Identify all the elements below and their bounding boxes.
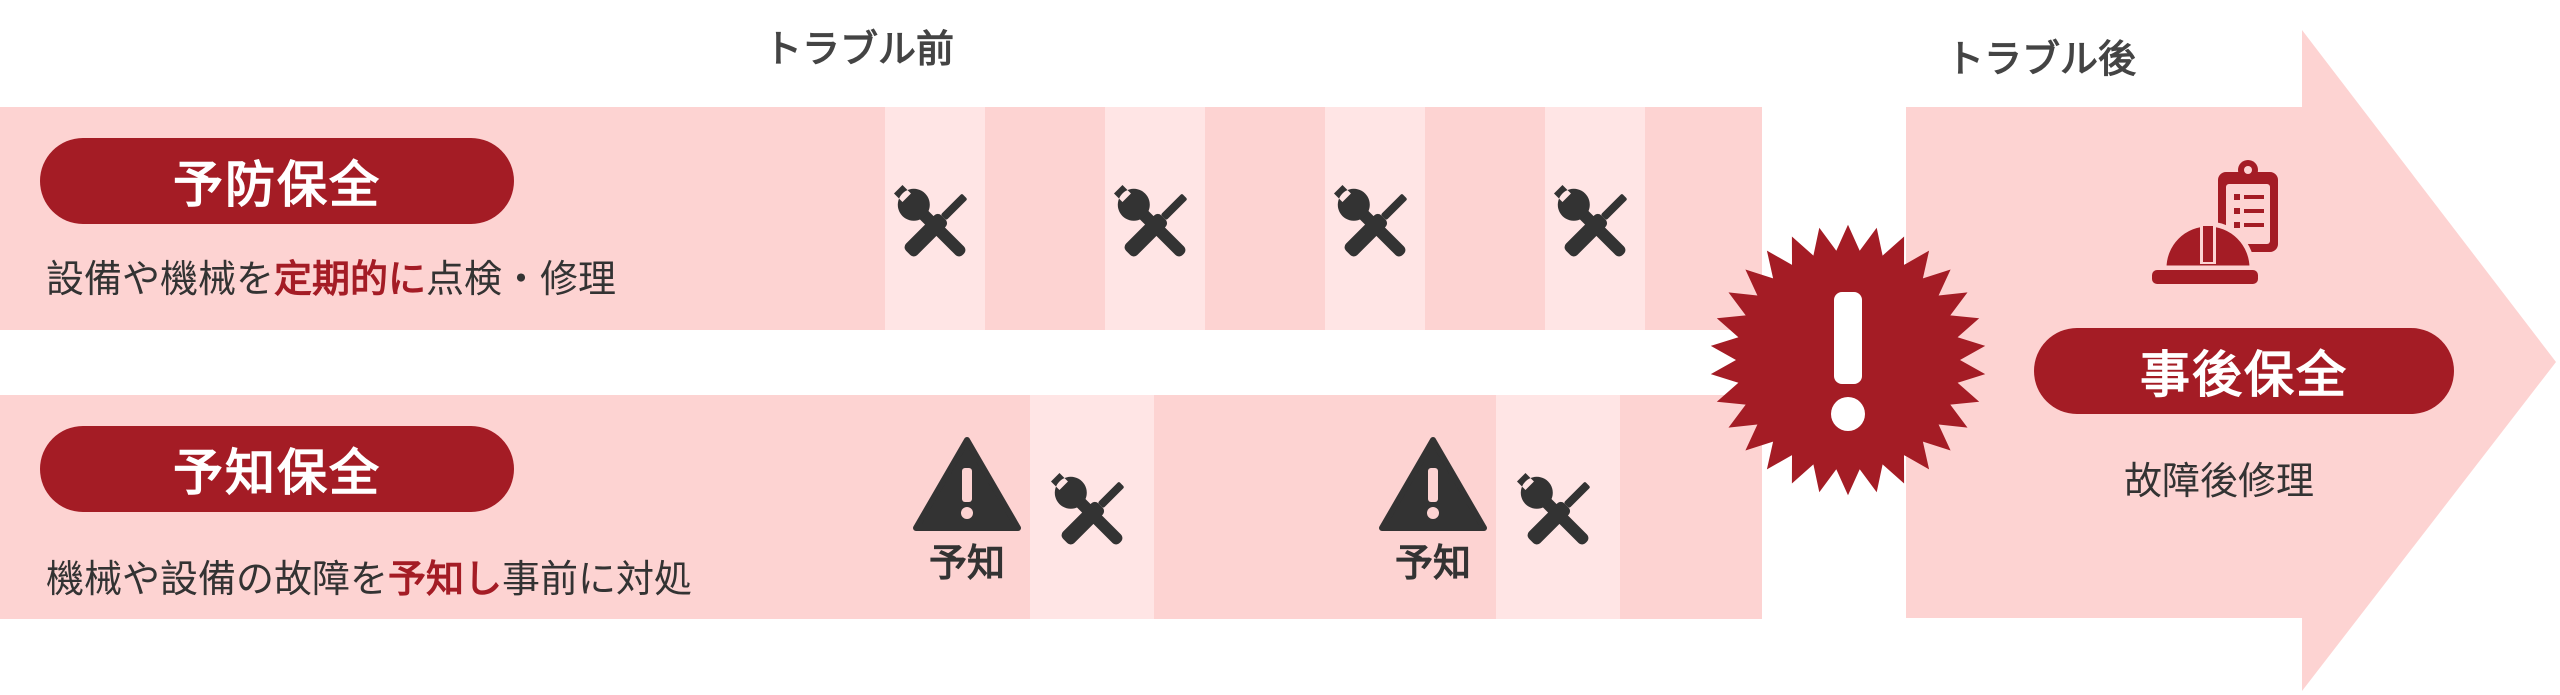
warning-triangle-icon: [1378, 436, 1488, 532]
screwdriver-wrench-icon: [1327, 178, 1423, 274]
corrective-title: 事後保全: [2034, 328, 2454, 414]
exclamation-burst-icon: [1706, 222, 1990, 502]
phase-after-label: トラブル後: [1946, 37, 2137, 81]
warning-triangle-icon: [912, 436, 1022, 532]
screwdriver-wrench-icon: [1107, 178, 1203, 274]
prediction-label: 予知: [1394, 541, 1471, 585]
predictive-title-text: 予知保全: [173, 444, 381, 502]
preventive-title: 予防保全: [40, 138, 514, 224]
predictive-title: 予知保全: [40, 426, 514, 512]
prediction-marker: 予知: [912, 436, 1022, 587]
screwdriver-wrench-icon: [887, 178, 983, 274]
screwdriver-wrench-icon: [1044, 466, 1140, 562]
predictive-desc-text-end: 事前に対処: [502, 557, 693, 601]
corrective-description: 故障後修理: [2124, 459, 2315, 503]
predictive-desc-text: 機械や設備の故障を: [46, 557, 389, 601]
predictive-desc-highlight: 予知し: [388, 557, 503, 601]
screwdriver-wrench-icon: [1510, 466, 1606, 562]
preventive-title-text: 予防保全: [173, 156, 381, 214]
corrective-title-text: 事後保全: [2140, 346, 2348, 404]
screwdriver-wrench-icon: [1547, 178, 1643, 274]
preventive-desc-highlight: 定期的に: [274, 257, 427, 301]
preventive-description: 設備や機械を定期的に点検・修理: [46, 248, 616, 303]
preventive-desc-text: 設備や機械を: [46, 257, 275, 301]
prediction-marker: 予知: [1378, 436, 1488, 587]
prediction-label: 予知: [928, 541, 1005, 585]
phase-before-label: トラブル前: [764, 27, 955, 71]
preventive-desc-text-end: 点検・修理: [426, 257, 617, 301]
hardhat-clipboard-icon: [2146, 158, 2294, 302]
predictive-description: 機械や設備の故障を予知し事前に対処: [46, 548, 692, 603]
